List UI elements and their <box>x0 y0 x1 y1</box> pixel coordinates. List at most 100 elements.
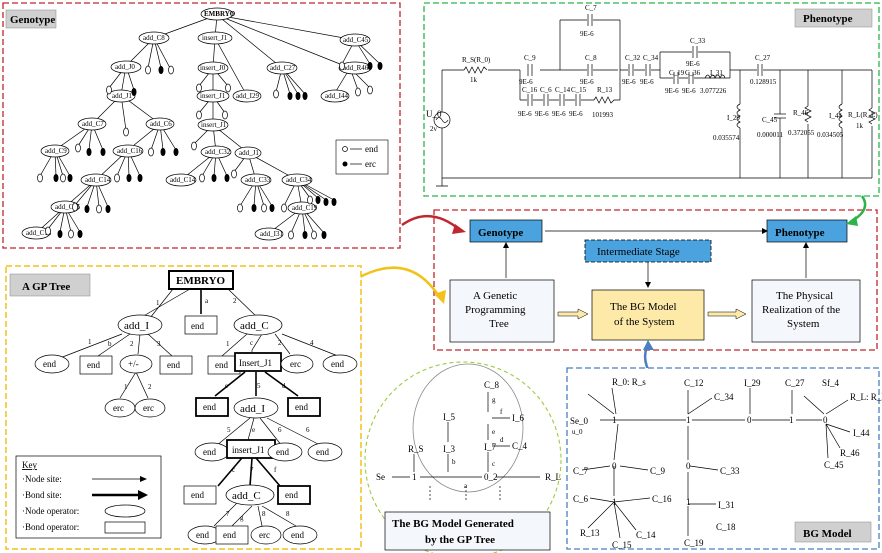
svg-text:e: e <box>225 382 228 390</box>
genotype-node <box>197 31 233 45</box>
bg-rl: R_L: R_L <box>850 392 882 402</box>
i31-name: I_31 <box>710 69 723 77</box>
svg-text:5: 5 <box>227 426 231 434</box>
c33-value: 9E-6 <box>686 60 700 68</box>
genotype-node <box>232 89 262 103</box>
gp-leaf-end-label: end <box>276 447 289 457</box>
gp-leaf-erc-label: erc <box>143 403 154 413</box>
gp-edge-labels: 1 a 2 1 b 2 3 1 c 2 4 1 2 e 5 d 5 e 6 6 … <box>88 297 314 522</box>
phenotype-panel-title: Phenotype <box>803 13 853 25</box>
c14-value: 9E-6 <box>552 110 566 118</box>
bg-c33: C_33 <box>720 466 740 476</box>
flow-phys-line2: Realization of the <box>762 304 840 316</box>
c45-value: 0.000011 <box>757 131 783 139</box>
capacitor-c27-icon <box>757 63 763 77</box>
bg-model-panel: BG Model 1 1 0 1 0 0 0 1 1 R_0: R_s Se_0… <box>566 367 882 550</box>
bg-c34: C_34 <box>714 392 734 402</box>
flow-physical-box <box>751 279 861 343</box>
bg-u0: u_0 <box>572 428 583 436</box>
bg-r0: R_0: R_s <box>612 377 646 387</box>
bg-small-c4: C_4 <box>512 441 528 451</box>
flow-bg-model-box <box>591 289 705 341</box>
genotype-node-label: add_C9 <box>45 147 67 155</box>
svg-text:0: 0 <box>747 415 752 425</box>
svg-text:g: g <box>240 514 244 522</box>
bg-c9: C_9 <box>650 466 666 476</box>
resistor-rl-icon <box>868 107 876 125</box>
svg-text:7: 7 <box>226 510 230 518</box>
genotype-node-label: add_C6 <box>150 120 172 128</box>
resistor-r46-icon <box>804 105 812 123</box>
gp-node-add-i2-label: add_I <box>240 403 265 415</box>
gp-node-add-c <box>233 314 283 336</box>
bg-small-rs: R_S <box>408 444 424 454</box>
c15-value: 9E-6 <box>569 110 583 118</box>
erc-marker-icon <box>342 161 348 167</box>
capacitor-c33-icon <box>692 45 698 59</box>
genotype-node-label: insert_J1 <box>201 121 227 129</box>
gp-leaf-erc-label: erc <box>113 403 124 413</box>
gp-tree-panel-title: A GP Tree <box>22 281 70 293</box>
bg-c27: C_27 <box>785 378 805 388</box>
genotype-node-label: add_R46 <box>343 64 369 72</box>
svg-text:1: 1 <box>612 415 617 425</box>
svg-text:7: 7 <box>250 466 254 474</box>
gp-leaf-erc-label: erc <box>259 530 270 540</box>
bg-c6: C_6 <box>573 494 589 504</box>
svg-text:2: 2 <box>278 339 282 347</box>
bg-c45: C_45 <box>824 460 844 470</box>
gp-leaf-end-label: end <box>223 530 236 540</box>
i29-value: 0.035574 <box>713 134 740 142</box>
genotype-node-label: add_I31 <box>260 230 283 238</box>
rs-label: R_S(R_0) <box>462 56 491 64</box>
svg-text:f: f <box>274 466 277 474</box>
genotype-node-label: add_C45 <box>343 36 369 44</box>
svg-text:b: b <box>452 458 456 466</box>
svg-text:1: 1 <box>612 497 617 507</box>
c27-name: C_27 <box>755 54 771 62</box>
genotype-node <box>145 117 175 131</box>
source-label: U_0 <box>426 109 442 119</box>
genotype-node <box>196 89 230 103</box>
gp-node-add-c-label: add_C <box>240 320 269 332</box>
svg-text:5: 5 <box>257 382 261 390</box>
c32-value: 9E-6 <box>622 78 636 86</box>
gp-node-add-i <box>117 314 163 336</box>
flow-phenotype-label: Phenotype <box>775 227 825 239</box>
genotype-node <box>287 201 317 215</box>
svg-text:d: d <box>282 382 286 390</box>
bg-c18: C_18 <box>716 522 736 532</box>
gp-leaf-end-label: end <box>203 447 216 457</box>
svg-text:e: e <box>252 426 255 434</box>
genotype-node-label: add_J1 <box>112 92 132 100</box>
c9-name: C_9 <box>524 54 536 62</box>
capacitor-c8-icon <box>587 63 593 77</box>
svg-text:d: d <box>500 436 504 444</box>
c6-value: 9E-6 <box>535 110 549 118</box>
c8-name: C_8 <box>585 54 597 62</box>
genotype-node-label: add_C32 <box>205 148 231 156</box>
i44-name: I_44 <box>829 112 842 120</box>
bg-i29: I_29 <box>744 378 761 388</box>
bg-r46: R_46 <box>840 448 860 458</box>
svg-text:0: 0 <box>823 415 828 425</box>
gp-leaf-end-label: end <box>167 360 180 370</box>
gp-leaf-end-label: end <box>331 359 344 369</box>
genotype-panel-title: Genotype <box>10 14 55 26</box>
flow-genotype-label: Genotype <box>478 227 523 239</box>
svg-text:c: c <box>250 339 253 347</box>
bg-small-i3: I_3 <box>443 444 455 454</box>
c14-name: C_14 <box>555 86 571 94</box>
inductor-i29-icon <box>736 103 741 129</box>
c7-name: C_7 <box>585 4 597 12</box>
c19-name: C_19 <box>669 69 685 77</box>
genotype-node-label: add_I44 <box>325 92 348 100</box>
genotype-tree-nodes: EMBRYO add_C8 insert_J1 add_C45 add_J0 i… <box>21 7 372 241</box>
bg-small-bonds <box>392 392 540 500</box>
svg-text:1: 1 <box>686 497 691 507</box>
svg-text:g: g <box>492 396 496 404</box>
genotype-node <box>106 89 136 103</box>
gp-leaf-end-label: end <box>203 402 216 412</box>
legend-erc-label: erc <box>365 159 376 169</box>
r13-name: R_13 <box>597 86 613 94</box>
